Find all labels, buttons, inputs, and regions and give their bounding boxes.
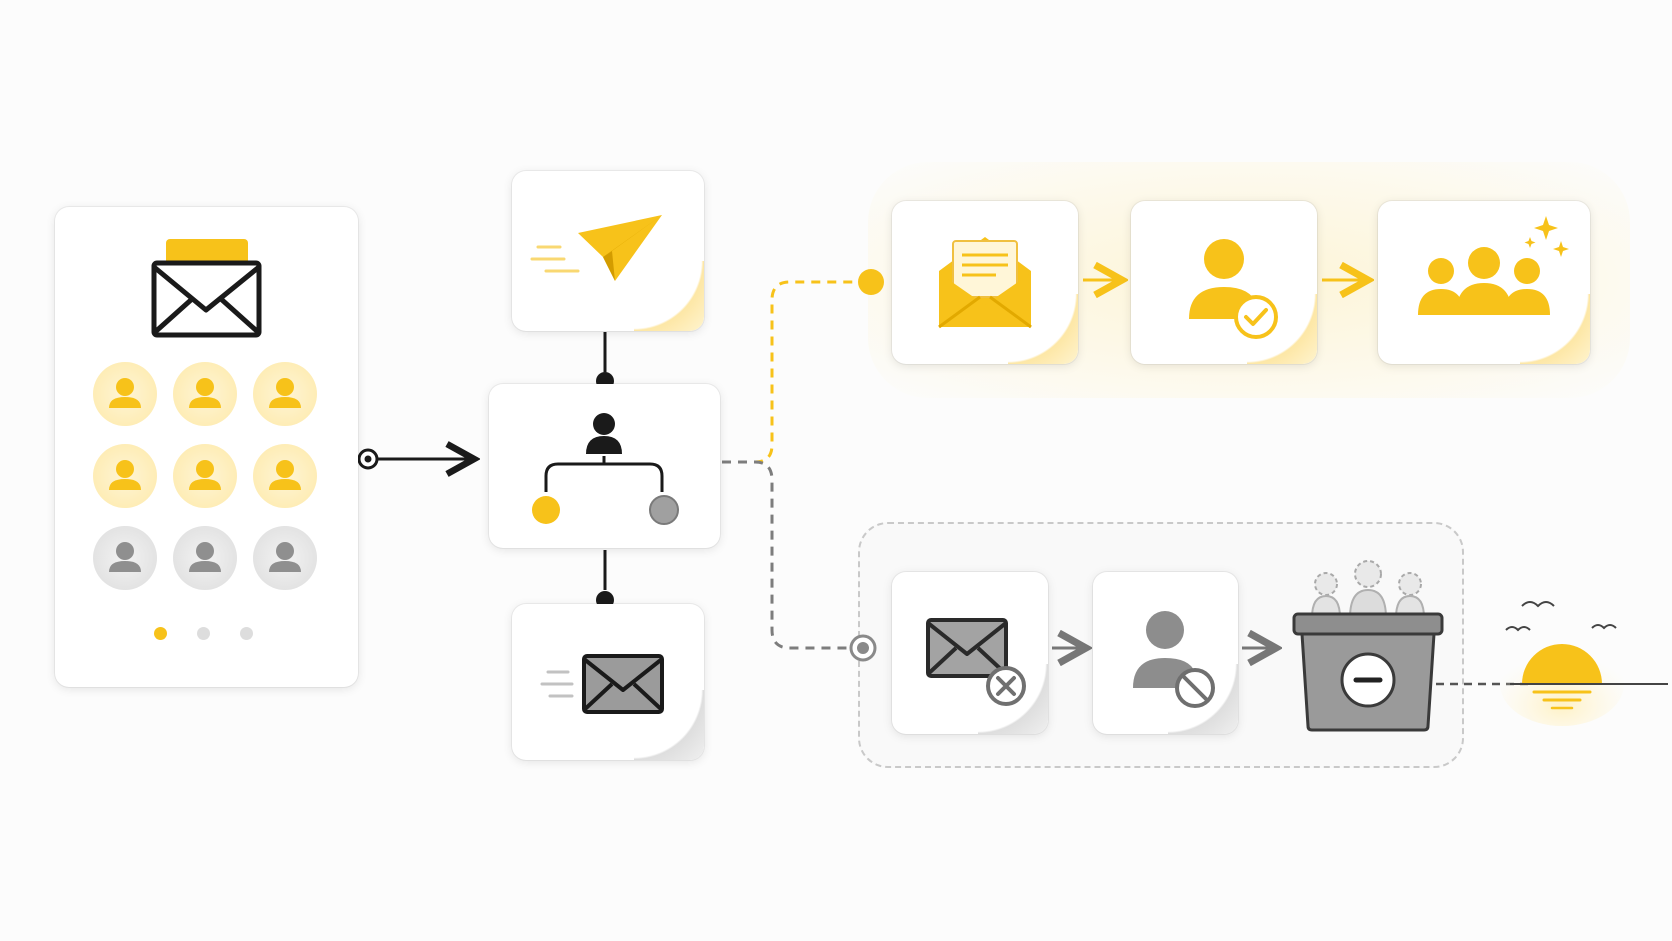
envelope-icon (151, 239, 262, 338)
audience-to-split-connector (357, 450, 474, 468)
audience-card[interactable] (55, 207, 358, 687)
inactive-step-undelivered[interactable] (892, 572, 1048, 734)
audience-avatar-engaged[interactable] (253, 444, 317, 508)
audience-avatar-engaged[interactable] (173, 362, 237, 426)
person-check-icon (1189, 239, 1278, 339)
segment-split-icon (532, 413, 679, 525)
inactive-branch-connector (722, 460, 877, 662)
pagination-dot[interactable] (240, 627, 253, 640)
engaged-branch-connector (722, 269, 884, 464)
remove-bin-icon[interactable] (1284, 556, 1452, 736)
engaged-step-verified[interactable] (1131, 201, 1317, 364)
send-card[interactable] (512, 171, 704, 331)
group-sparkle-icon (1418, 216, 1569, 315)
audience-avatar-inactive[interactable] (173, 526, 237, 590)
person-icon (269, 378, 301, 408)
person-icon (189, 378, 221, 408)
person-icon (109, 378, 141, 408)
person-icon (269, 460, 301, 490)
person-icon (189, 460, 221, 490)
envelope-icon (540, 654, 664, 714)
engaged-step-community[interactable] (1378, 201, 1590, 364)
person-icon (109, 460, 141, 490)
split-to-unsent-connector (596, 550, 614, 609)
audience-avatar-engaged[interactable] (253, 362, 317, 426)
pagination-dot[interactable] (154, 627, 167, 640)
inactive-step-unengaged[interactable] (1093, 572, 1238, 734)
pagination-dot[interactable] (197, 627, 210, 640)
person-icon (269, 542, 301, 572)
split-to-send-connector (596, 332, 614, 390)
open-envelope-icon (938, 237, 1032, 329)
engaged-step-opened[interactable] (892, 201, 1078, 364)
person-icon (109, 542, 141, 572)
audience-avatar-engaged[interactable] (93, 444, 157, 508)
envelope-x-icon (926, 618, 1026, 706)
audience-avatar-engaged[interactable] (173, 444, 237, 508)
sunset-icon (1500, 601, 1668, 726)
audience-avatar-inactive[interactable] (253, 526, 317, 590)
audience-avatar-inactive[interactable] (93, 526, 157, 590)
person-icon (189, 542, 221, 572)
person-block-icon (1133, 611, 1215, 708)
paper-plane-icon (530, 215, 662, 281)
audience-avatar-engaged[interactable] (93, 362, 157, 426)
segment-split-card[interactable] (489, 384, 720, 548)
unsent-card[interactable] (512, 604, 704, 760)
